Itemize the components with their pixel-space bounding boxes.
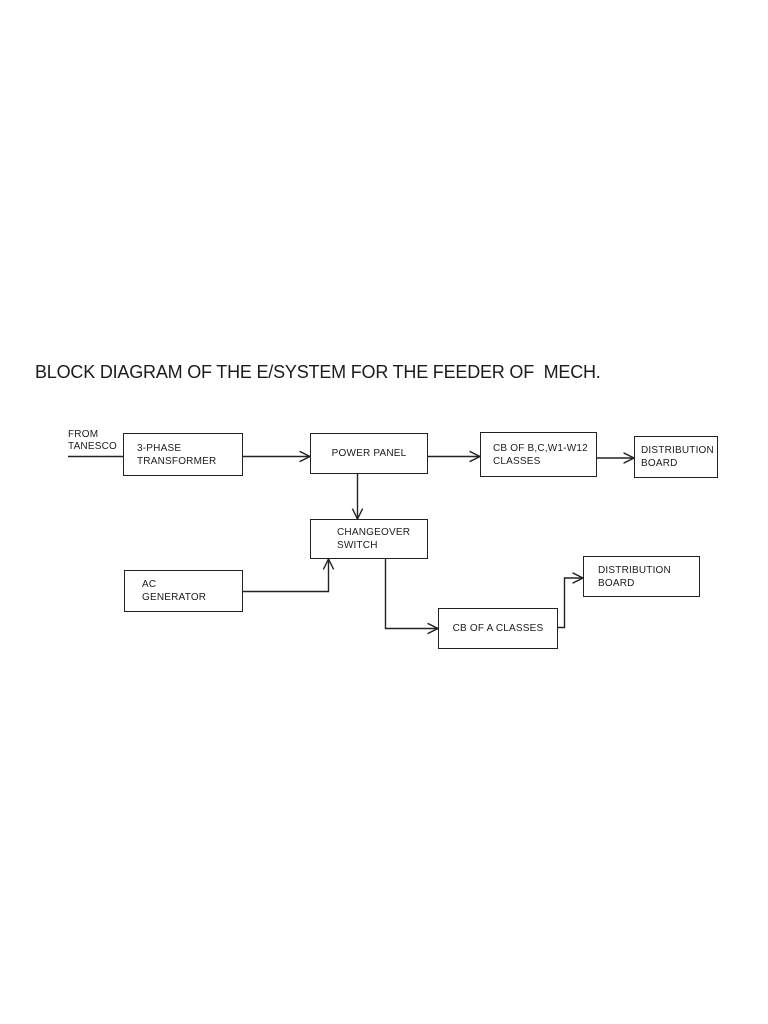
diagram-box-ac-generator: AC GENERATOR <box>124 570 243 612</box>
diagram-box-power-panel: POWER PANEL <box>310 433 428 474</box>
flow-label-line: FROM <box>68 429 99 440</box>
diagram-box-label-line: TRANSFORMER <box>137 455 217 467</box>
connector-generator-to-changeover <box>243 559 329 593</box>
diagram-box-label-line: POWER PANEL <box>331 448 407 459</box>
flow-label-line: TANESCO <box>68 441 117 452</box>
diagram-box-label-line: CB OF A CLASSES <box>452 623 544 634</box>
connector-cb-a-to-distribution-2 <box>558 578 583 629</box>
diagram-box-label-line: CB OF B,C,W1-W12 <box>493 442 588 454</box>
diagram-box-label-line: AC <box>142 579 157 590</box>
diagram-box-label-line: 3-PHASE <box>137 442 182 454</box>
diagram-box-label-line: GENERATOR <box>142 592 207 603</box>
diagram-box-changeover-switch: CHANGEOVER SWITCH <box>310 519 428 559</box>
diagram-box-label-line: SWITCH <box>337 540 378 551</box>
connector-changeover-to-cb-a <box>384 559 439 629</box>
diagram-box-label-line: CLASSES <box>493 455 541 467</box>
diagram-box-label-line: DISTRIBUTION <box>641 445 714 456</box>
diagram-box-cb-of-a-classes: CB OF A CLASSES <box>438 608 558 649</box>
page-title: BLOCK DIAGRAM OF THE E/SYSTEM FOR THE FE… <box>35 362 601 382</box>
diagram-box-label-line: CHANGEOVER <box>337 527 411 538</box>
diagram-box-label-line: BOARD <box>598 577 635 589</box>
diagram-box-distribution-board-1: DISTRIBUTION BOARD <box>634 436 718 478</box>
diagram-box-label-line: BOARD <box>641 458 678 469</box>
diagram-box-label-line: DISTRIBUTION <box>598 564 671 576</box>
